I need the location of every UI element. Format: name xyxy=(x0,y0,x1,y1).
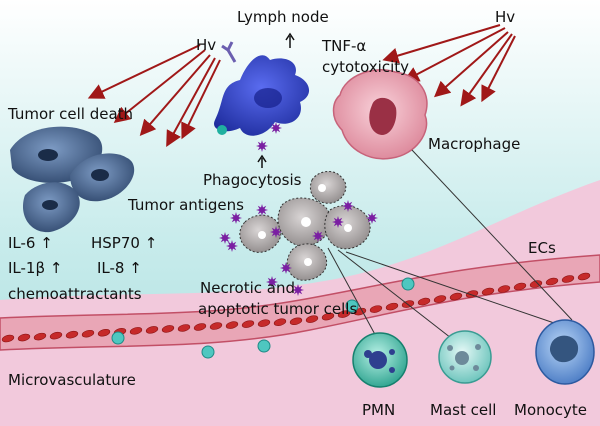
pmn-cell xyxy=(352,332,408,388)
red-blood-cell xyxy=(65,330,79,339)
red-blood-cell xyxy=(369,305,383,313)
antigen-star xyxy=(292,284,304,296)
label-chemoattractants: chemoattractants xyxy=(8,285,142,303)
label-mast-cell: Mast cell xyxy=(430,401,497,419)
mast-cell xyxy=(438,330,492,384)
red-blood-cell xyxy=(513,282,527,291)
red-blood-cell xyxy=(241,320,255,328)
red-blood-cell xyxy=(209,322,223,330)
antigen-star xyxy=(342,200,354,212)
vessel-leukocytes xyxy=(111,277,415,359)
tumor-cells xyxy=(10,126,135,233)
red-blood-cell xyxy=(545,277,559,286)
antigen-star xyxy=(256,140,268,152)
antigen-star xyxy=(226,240,238,252)
red-blood-cell xyxy=(257,319,271,327)
label-monocyte: Monocyte xyxy=(514,401,588,419)
label-hv-right: Hv xyxy=(495,8,516,26)
red-blood-cell xyxy=(577,272,591,281)
antigen-star xyxy=(332,216,344,228)
red-blood-cell xyxy=(81,329,95,338)
label-hv-left: Hv xyxy=(196,36,217,54)
label-tnf: TNF-α xyxy=(322,37,367,55)
antigen-star xyxy=(270,226,282,238)
red-blood-cell xyxy=(1,334,15,343)
label-microvasculature: Microvasculature xyxy=(8,371,136,389)
label-pmn: PMN xyxy=(362,401,396,419)
laser-arrows-right xyxy=(382,24,516,107)
red-blood-cell xyxy=(561,275,575,283)
label-hsp70: HSP70 ↑ xyxy=(91,234,158,252)
antigen-star xyxy=(312,230,324,242)
red-blood-cell xyxy=(177,324,191,332)
red-blood-cell xyxy=(17,333,31,342)
red-blood-cell xyxy=(49,331,63,340)
red-blood-cell xyxy=(97,329,111,337)
red-blood-cell xyxy=(225,321,239,329)
red-blood-cell xyxy=(337,310,351,318)
red-blood-cell xyxy=(145,326,159,334)
red-blood-cell xyxy=(385,302,399,311)
red-blood-cell xyxy=(161,325,175,333)
antigen-star xyxy=(256,204,268,216)
red-blood-cell xyxy=(417,297,431,306)
dendritic-cell xyxy=(214,41,310,136)
red-blood-cell xyxy=(449,292,463,301)
label-ecs: ECs xyxy=(528,239,556,257)
label-lymph-node: Lymph node xyxy=(237,8,329,26)
red-blood-cell xyxy=(481,287,495,296)
red-blood-cell xyxy=(433,295,447,303)
label-il6: IL-6 ↑ xyxy=(8,234,53,252)
tumor-antigens xyxy=(219,122,378,296)
connector-lines xyxy=(327,149,573,346)
antigen-star xyxy=(280,262,292,274)
red-blood-cell xyxy=(273,318,287,326)
antigen-star xyxy=(366,212,378,224)
laser-arrows-left xyxy=(87,44,221,148)
label-phagocytosis: Phagocytosis xyxy=(203,171,302,189)
macrophage-cell xyxy=(332,69,428,160)
red-blood-cell xyxy=(321,312,335,321)
vessel-band xyxy=(0,254,600,351)
red-blood-cell xyxy=(289,317,303,325)
small-arrows xyxy=(257,32,295,168)
label-il1b: IL-1β ↑ xyxy=(8,259,63,277)
label-necrotic-line2: apoptotic tumor cells xyxy=(198,300,358,318)
red-blood-cell xyxy=(129,327,143,335)
red-blood-cell xyxy=(305,315,319,323)
label-il8: IL-8 ↑ xyxy=(97,259,142,277)
antigen-star xyxy=(270,122,282,134)
red-blood-cell xyxy=(33,332,47,341)
label-cytotoxicity: cytotoxicity xyxy=(322,58,409,76)
antigen-star xyxy=(266,276,278,288)
label-necrotic-line1: Necrotic and xyxy=(200,279,295,297)
red-blood-cell xyxy=(193,323,207,331)
red-blood-cell xyxy=(497,285,511,293)
antigen-star xyxy=(230,212,242,224)
label-tumor-antigens: Tumor antigens xyxy=(128,196,244,214)
red-blood-cells xyxy=(1,272,591,343)
label-tumor-cell-death: Tumor cell death xyxy=(8,105,134,123)
label-macrophage: Macrophage xyxy=(428,135,521,153)
monocyte-cell xyxy=(535,319,595,385)
antigen-star xyxy=(219,232,231,244)
